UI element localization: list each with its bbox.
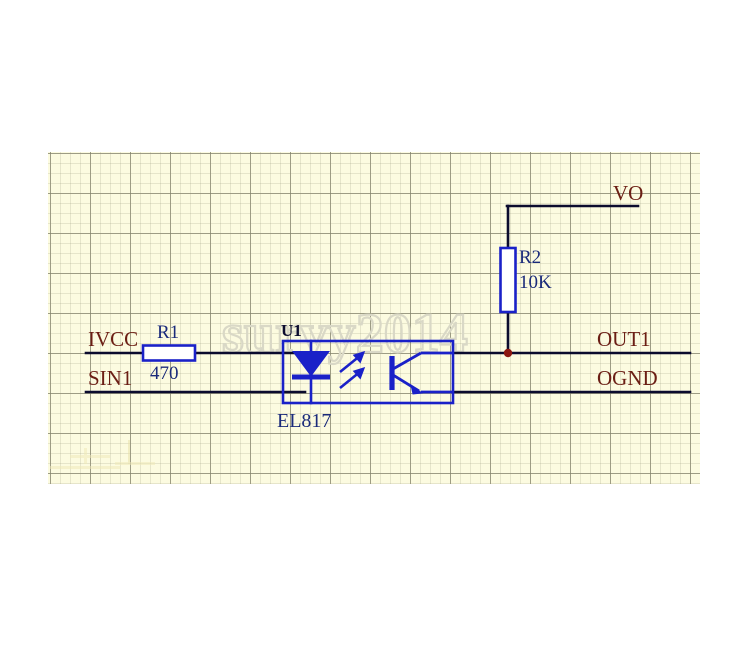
led-emission-arrows bbox=[339, 350, 366, 390]
emission-arrow-1-head bbox=[352, 350, 366, 364]
grid-paper-background bbox=[48, 152, 700, 484]
wire-group bbox=[84, 204, 692, 394]
phototransistor-icon bbox=[389, 351, 453, 395]
net-label-group: IVCC SIN1 VO OUT1 OGND bbox=[88, 181, 658, 390]
r2-value: 10K bbox=[519, 272, 552, 293]
smudge-5 bbox=[128, 440, 130, 464]
junction-dot-out1 bbox=[503, 348, 513, 358]
component-r2[interactable]: R2 10K bbox=[499, 246, 553, 314]
smudge-1 bbox=[70, 455, 110, 458]
smudge-4 bbox=[115, 462, 155, 465]
r1-designator: R1 bbox=[157, 322, 179, 343]
paper-artifacts bbox=[50, 440, 155, 469]
u1-designator: U1 bbox=[281, 321, 302, 340]
emission-arrow-2-head bbox=[352, 366, 366, 380]
net-label-out1[interactable]: OUT1 bbox=[597, 327, 651, 351]
transistor-collector-lead bbox=[392, 351, 422, 371]
net-label-vo[interactable]: VO bbox=[613, 181, 643, 205]
net-label-ivcc[interactable]: IVCC bbox=[88, 327, 138, 351]
r1-value: 470 bbox=[150, 363, 179, 384]
net-label-sin1[interactable]: SIN1 bbox=[88, 366, 132, 390]
u1-package-body[interactable] bbox=[281, 339, 455, 405]
r2-designator: R2 bbox=[519, 247, 541, 268]
net-label-ognd[interactable]: OGND bbox=[597, 366, 658, 390]
u1-part-number: EL817 bbox=[277, 410, 331, 432]
component-u1[interactable]: U1 EL817 bbox=[277, 321, 455, 432]
smudge-2 bbox=[84, 448, 87, 464]
smudge-3 bbox=[50, 466, 120, 469]
component-r1[interactable]: R1 470 bbox=[141, 322, 197, 384]
r2-body[interactable] bbox=[499, 246, 517, 314]
watermark-text: survy2014 bbox=[222, 303, 468, 365]
led-icon bbox=[292, 351, 330, 377]
r1-body[interactable] bbox=[141, 344, 197, 362]
transistor-emitter-arrowhead bbox=[410, 383, 424, 395]
